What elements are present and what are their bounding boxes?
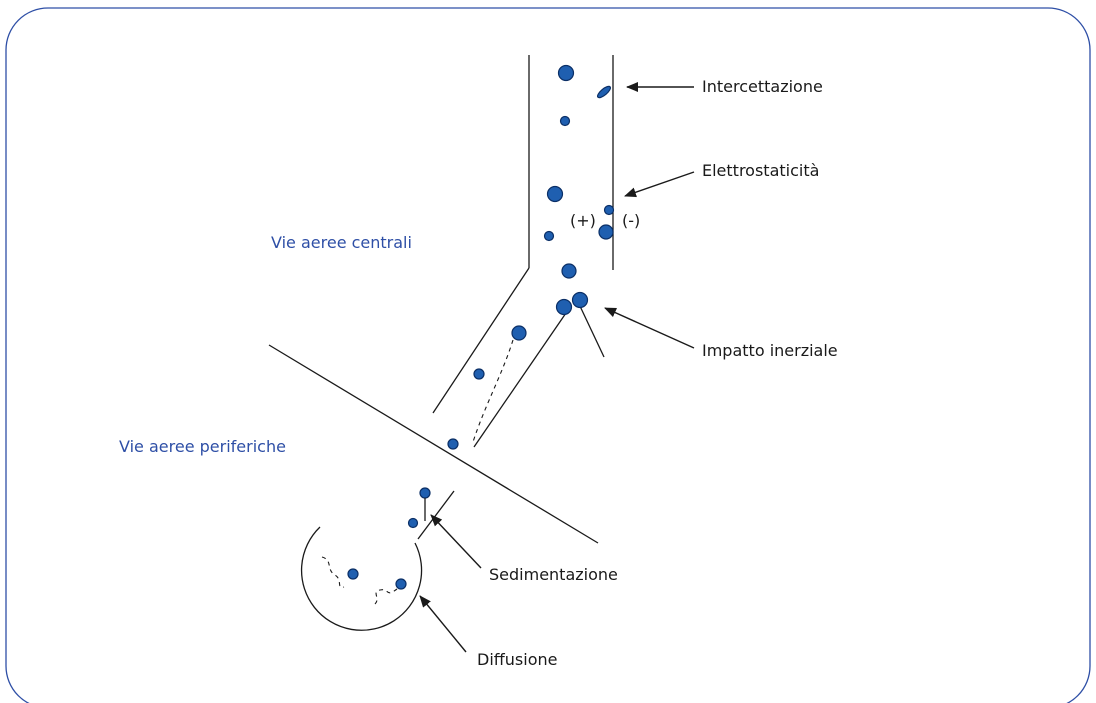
- diagram-frame: [5, 7, 1091, 703]
- particle: [555, 298, 573, 316]
- particle: [571, 291, 589, 309]
- positive-charge-label: (+): [570, 211, 596, 230]
- negative-charge-label: (-): [622, 211, 640, 230]
- inertial-trajectory-path: [472, 339, 514, 443]
- particle: [419, 487, 431, 499]
- electrostatic-arrow: [624, 171, 695, 198]
- sedimentation-arrow: [430, 514, 482, 569]
- particle: [473, 368, 485, 380]
- particle-intercepted: [596, 85, 612, 99]
- particle: [557, 64, 575, 82]
- interception-label: Intercettazione: [702, 77, 823, 96]
- bronchus-wall-upper: [432, 267, 530, 414]
- electrostatic-label: Elettrostaticità: [702, 161, 819, 180]
- bronchus-wall-lower: [473, 312, 567, 448]
- particle: [395, 578, 407, 590]
- diffusion-label: Diffusione: [477, 650, 557, 669]
- particle: [598, 224, 614, 240]
- carina-wall: [578, 303, 605, 358]
- particle: [603, 204, 615, 216]
- particle: [407, 517, 419, 529]
- diffusion-path-1: [321, 556, 345, 588]
- diffusion-path-2: [374, 588, 398, 605]
- particle: [447, 438, 459, 450]
- alveolus-outline: [300, 526, 423, 631]
- region-label-peripheral: Vie aeree periferiche: [119, 437, 286, 456]
- particle: [511, 325, 527, 341]
- particle: [561, 263, 577, 279]
- region-divider-line: [268, 344, 599, 544]
- diffusion-arrow: [419, 595, 467, 653]
- particle: [347, 568, 359, 580]
- inertial-impact-arrow: [604, 307, 695, 349]
- inertial-impact-label: Impatto inerziale: [702, 341, 838, 360]
- region-label-central: Vie aeree centrali: [271, 233, 412, 252]
- particle: [543, 230, 555, 242]
- particle: [559, 115, 571, 127]
- particles: [347, 64, 615, 590]
- sedimentation-label: Sedimentazione: [489, 565, 618, 584]
- particle: [546, 185, 564, 203]
